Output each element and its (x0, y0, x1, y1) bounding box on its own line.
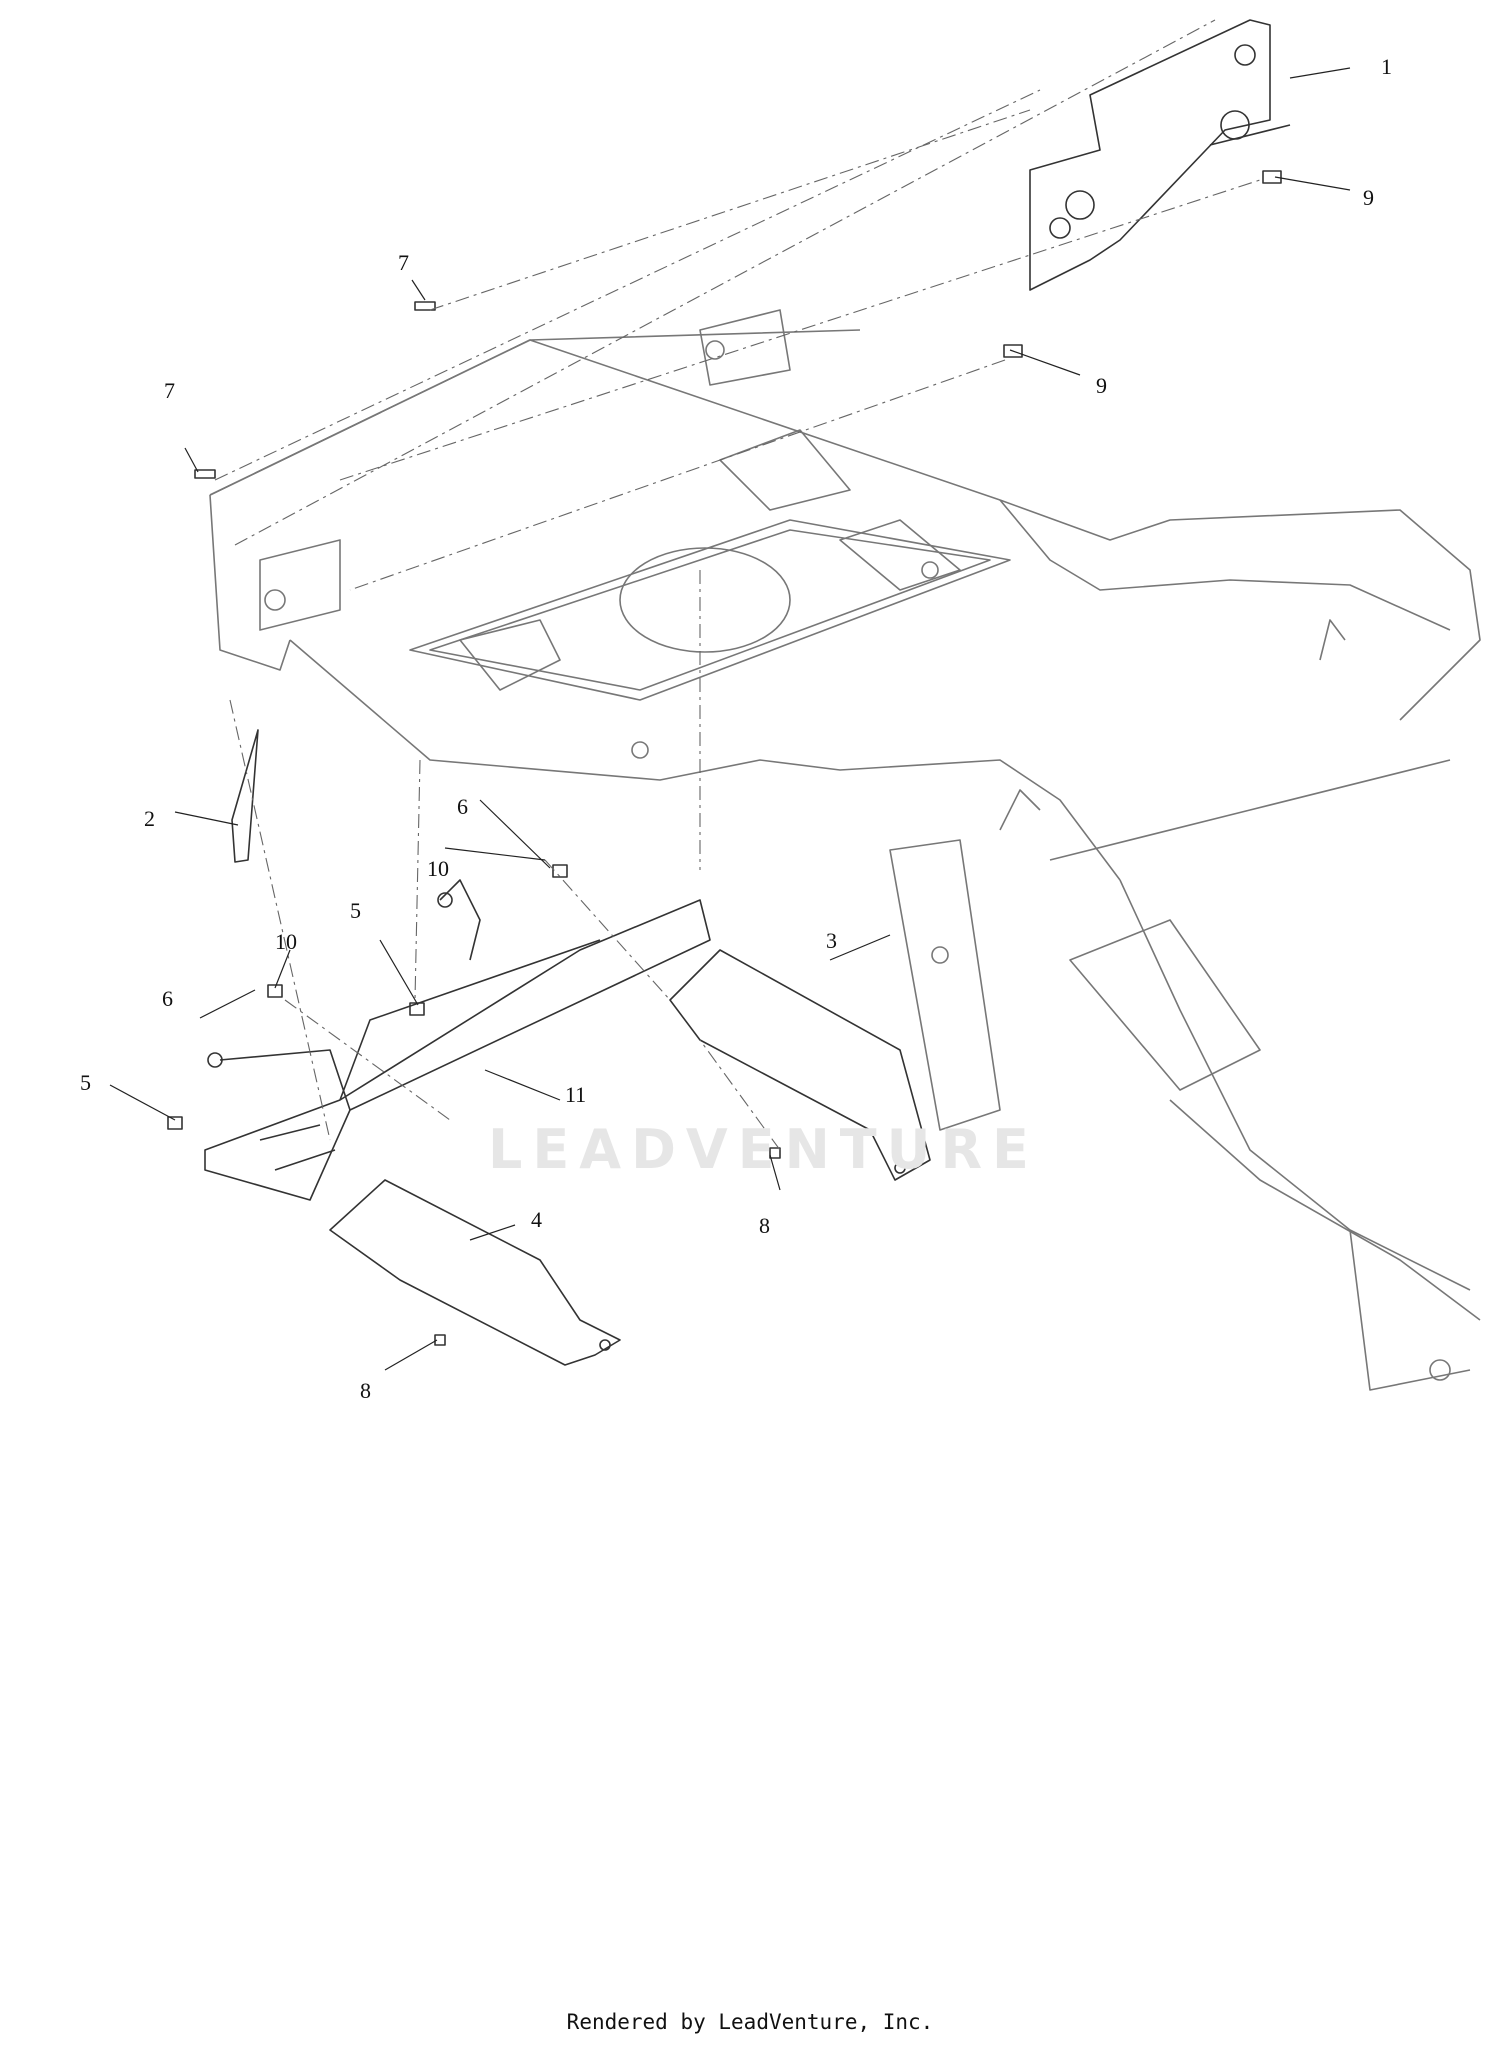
callout-11: 11 (565, 1082, 587, 1107)
callout-10-upper: 10 (427, 856, 449, 881)
assembly-lines (214, 19, 1261, 1151)
callout-4: 4 (531, 1207, 542, 1232)
callout-10-lower: 10 (275, 929, 297, 954)
footer-credit: Rendered by LeadVenture, Inc. (566, 2010, 934, 2034)
part-3-shield (669, 949, 931, 1181)
part-11-bracket (204, 879, 711, 1201)
part-4-shield (329, 1179, 621, 1366)
callout-9-upper: 9 (1363, 185, 1374, 210)
part-1-rear-panel (1029, 19, 1291, 291)
callout-8-right: 8 (759, 1213, 770, 1238)
callout-3: 3 (826, 928, 837, 953)
callout-7-upper: 7 (398, 250, 409, 275)
part-2-plate (231, 729, 259, 863)
fasteners (167, 170, 1282, 1346)
watermark-text: LEADVENTURE (488, 1118, 1039, 1181)
callout-9-lower: 9 (1096, 373, 1107, 398)
callout-7-lower: 7 (164, 378, 175, 403)
frame-assembly (209, 309, 1481, 1391)
callout-5-upper: 5 (350, 898, 361, 923)
callout-8-left: 8 (360, 1378, 371, 1403)
callout-2: 2 (144, 806, 155, 831)
callout-6-lower: 6 (162, 986, 173, 1011)
callout-6-upper: 6 (457, 794, 468, 819)
callout-5-lower: 5 (80, 1070, 91, 1095)
callout-1: 1 (1381, 54, 1392, 79)
leader-lines (109, 67, 1351, 1371)
